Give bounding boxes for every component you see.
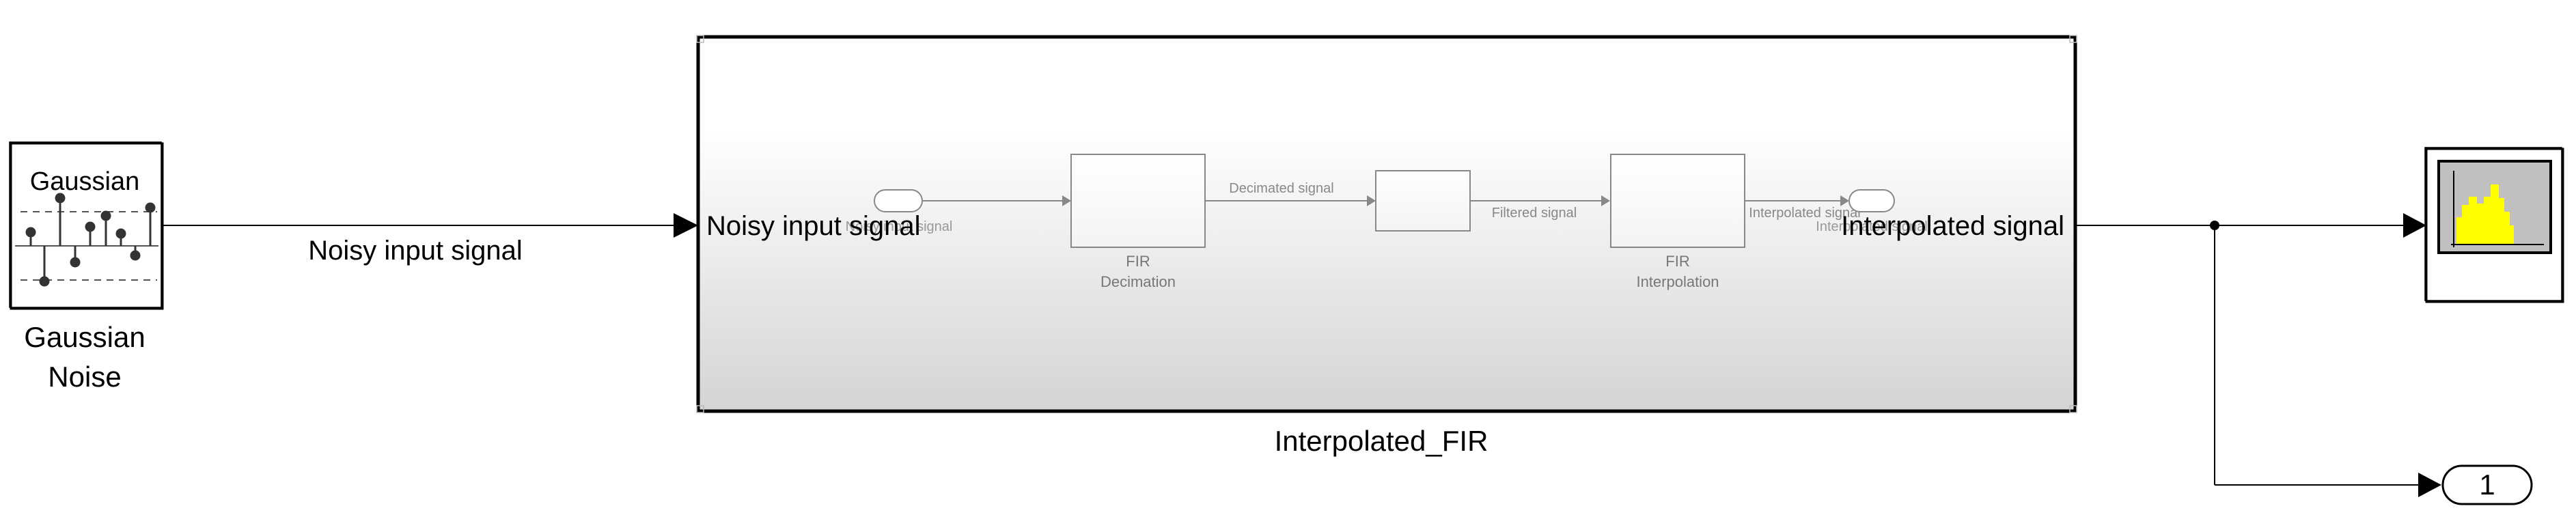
fir-decimation-label-line2: Decimation	[1100, 273, 1176, 290]
selection-handle[interactable]	[696, 35, 704, 43]
interpolated-signal-line[interactable]	[2077, 213, 2441, 497]
inner-fir-decimation-block	[1070, 154, 1206, 248]
fir-interpolation-label-line2: Interpolation	[1636, 273, 1719, 290]
inner-outport-label: Interpolated signal	[1816, 219, 1927, 234]
histogram-icon	[2451, 171, 2544, 247]
inner-outport-block	[1848, 189, 1895, 212]
selection-handle[interactable]	[696, 405, 704, 413]
gaussian-noise-block[interactable]: Gaussian Gaussian Noise	[9, 141, 164, 393]
fir-interpolation-label-line1: FIR	[1665, 253, 1689, 270]
subsystem-port-out-label: Interpolated signal	[1841, 211, 2064, 241]
spectrum-scope-block[interactable]	[2424, 147, 2564, 303]
subsystem-name: Interpolated_FIR	[1275, 425, 1488, 457]
interpolated-signal-inner-label: Interpolated signal	[1749, 206, 1860, 221]
subsystem-content-preview: Noisy input signal FIR Decimation Decima…	[846, 154, 1928, 290]
gaussian-noise-name-line1: Gaussian	[24, 321, 145, 353]
subsystem-port-in-label: Noisy input signal	[706, 211, 921, 241]
decimated-signal-label: Decimated signal	[1229, 181, 1333, 196]
outport-number: 1	[2479, 469, 2495, 501]
inner-filter-block	[1375, 170, 1471, 232]
inner-inport-label: Noisy input signal	[846, 219, 953, 234]
filtered-signal-label: Filtered signal	[1492, 206, 1577, 221]
noisy-input-signal-label: Noisy input signal	[308, 236, 523, 266]
outport-1-block[interactable]: 1	[2441, 464, 2533, 505]
fir-decimation-label-line1: FIR	[1126, 253, 1150, 270]
selection-handle[interactable]	[2069, 405, 2077, 413]
gaussian-noise-name-line2: Noise	[48, 361, 121, 393]
gaussian-noise-icon	[15, 193, 158, 287]
interpolated-fir-subsystem[interactable]: Noisy input signal FIR Decimation Decima…	[696, 35, 2077, 413]
inner-inport-block	[874, 189, 923, 212]
inner-fir-interpolation-block	[1610, 154, 1745, 248]
gaussian-icon-label: Gaussian	[30, 167, 140, 196]
noisy-input-signal-line[interactable]	[163, 213, 698, 238]
selection-handle[interactable]	[2069, 35, 2077, 43]
